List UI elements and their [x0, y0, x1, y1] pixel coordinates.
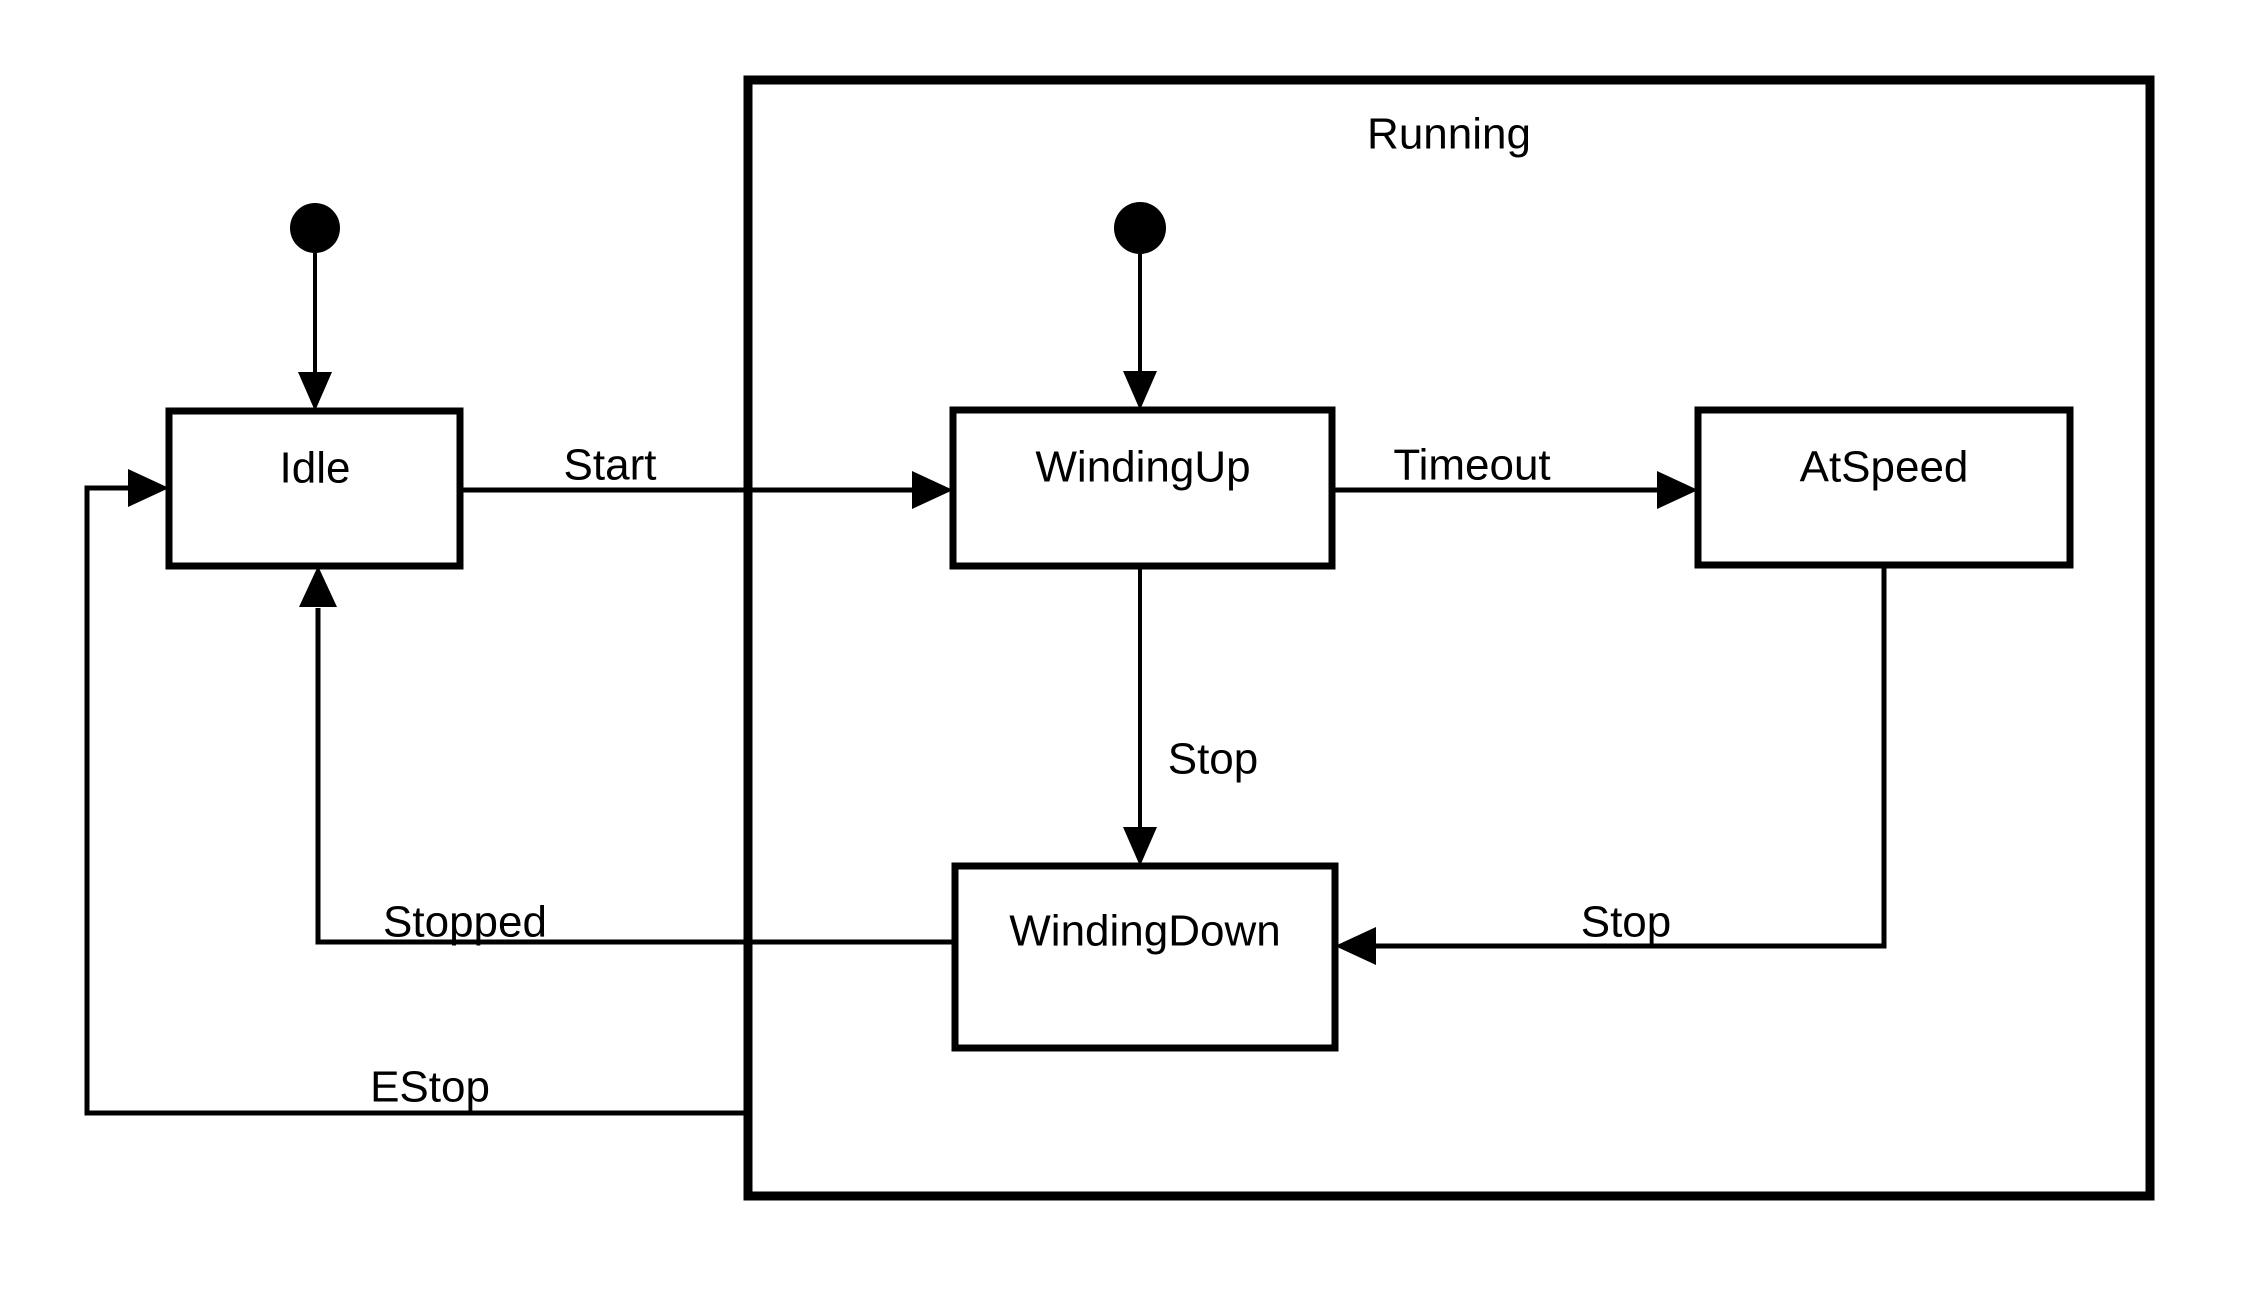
- state-idle[interactable]: Idle: [165, 407, 464, 570]
- transition-stopped-arrowhead: [299, 566, 337, 607]
- initial-to-windingup-arrowhead: [1123, 371, 1157, 410]
- transition-stop-atspeed-label: Stop: [1581, 898, 1672, 947]
- transition-timeout-arrowhead: [1657, 471, 1698, 509]
- transition-timeout[interactable]: Timeout: [1332, 441, 1698, 509]
- state-windingup[interactable]: WindingUp: [949, 406, 1336, 570]
- state-windingdown-box: [951, 862, 1339, 1052]
- composite-state-running[interactable]: Running: [743, 75, 2155, 1201]
- transition-stop-atspeed-arrowhead: [1335, 927, 1376, 965]
- state-atspeed-box: [1694, 406, 2074, 569]
- initial-state-icon: [290, 203, 340, 253]
- state-idle-box: [165, 407, 464, 570]
- initial-state-running-icon: [1114, 202, 1166, 254]
- transition-stop-windingup-label: Stop: [1168, 735, 1259, 784]
- transition-estop[interactable]: EStop: [84, 469, 748, 1116]
- composite-state-running-border: [743, 75, 2155, 1201]
- state-windingup-label: WindingUp: [1035, 443, 1250, 492]
- transition-estop-path: [84, 485, 748, 1116]
- state-atspeed-label: AtSpeed: [1800, 443, 1969, 492]
- state-windingdown[interactable]: WindingDown: [951, 862, 1339, 1052]
- initial-to-idle-arrowhead: [298, 372, 332, 411]
- transition-stopped-label: Stopped: [383, 898, 547, 947]
- transition-stop-atspeed-path: [1356, 565, 1887, 949]
- transition-stop-windingup[interactable]: Stop: [1123, 566, 1258, 866]
- transition-stop-atspeed[interactable]: Stop: [1335, 565, 1887, 965]
- transition-timeout-label: Timeout: [1393, 441, 1550, 490]
- composite-state-running-label: Running: [1367, 110, 1531, 159]
- initial-node-top-group[interactable]: [290, 203, 340, 411]
- transition-stopped-path: [315, 608, 955, 945]
- state-idle-label: Idle: [280, 444, 351, 493]
- transition-stopped[interactable]: Stopped: [299, 566, 955, 947]
- transition-estop-label: EStop: [370, 1063, 490, 1112]
- state-atspeed[interactable]: AtSpeed: [1694, 406, 2074, 569]
- transition-start[interactable]: Start: [460, 441, 953, 509]
- transition-start-label: Start: [564, 441, 657, 490]
- initial-node-running-group[interactable]: [1114, 202, 1166, 410]
- transition-stop-windingup-arrowhead: [1123, 827, 1157, 866]
- state-windingup-box: [949, 406, 1336, 570]
- transition-start-arrowhead: [912, 471, 953, 509]
- transition-estop-arrowhead: [128, 469, 169, 507]
- state-windingdown-label: WindingDown: [1009, 907, 1280, 956]
